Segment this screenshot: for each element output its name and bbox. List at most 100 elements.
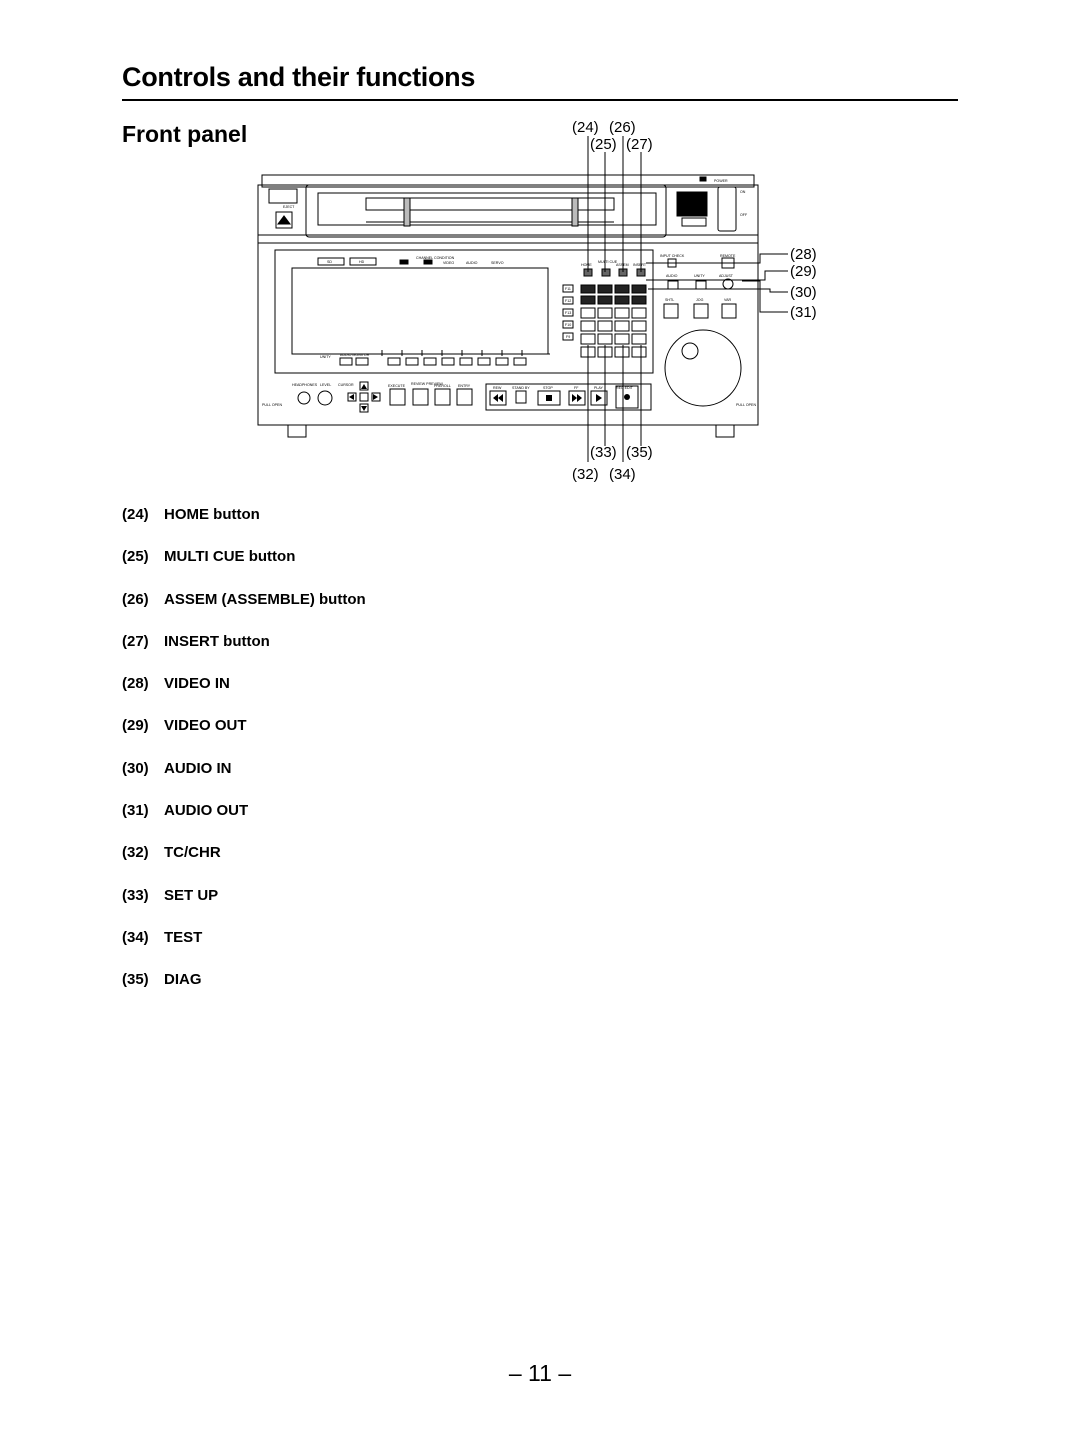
audio-cc-label: AUDIO	[466, 261, 478, 265]
callout-26: (26)	[609, 119, 636, 136]
item-number: (33)	[122, 886, 149, 904]
rec-icon	[624, 394, 630, 400]
item-number: (28)	[122, 675, 149, 693]
numeric-keypad	[580, 307, 647, 358]
callout-24: (24)	[572, 119, 599, 136]
execute-button	[389, 388, 406, 406]
off-label: OFF	[740, 213, 748, 217]
remote-label: REMOTE	[720, 254, 736, 258]
item-number: (29)	[122, 717, 149, 735]
foot-right	[715, 424, 735, 438]
standby-button	[515, 390, 527, 404]
display-surround	[274, 249, 654, 374]
f11-label: F11	[565, 287, 571, 291]
hd-indicator	[349, 257, 377, 266]
callout-35: (35)	[626, 444, 653, 461]
item-label: ASSEM (ASSEMBLE) button	[164, 590, 366, 608]
hd-label: HD	[359, 260, 365, 264]
unity-button	[695, 280, 707, 290]
unity-meter-label: UNITY	[320, 355, 331, 359]
adjust-label: ADJUST	[719, 274, 734, 278]
lcd-display	[291, 267, 549, 355]
chassis-top-lip	[261, 174, 755, 188]
front-panel-diagram: EJECT POWER ON OFF SD HD CHANNEL CONDITI…	[257, 119, 817, 483]
mode-buttons-row	[583, 268, 646, 277]
item-label: VIDEO OUT	[164, 717, 247, 735]
home-label: HOME	[581, 263, 592, 267]
rec-edit-label: REC EDIT	[616, 386, 634, 390]
jog-dial-grip	[681, 342, 699, 360]
callout-28: (28)	[790, 246, 817, 263]
list-item: (33)SET UP	[122, 887, 366, 929]
multi-cue-label: MULTI CUE	[598, 260, 618, 264]
page-title: Controls and their functions	[122, 62, 476, 92]
callout-leaders	[587, 136, 788, 462]
hd-logo	[676, 191, 708, 217]
audio-label: AUDIO	[666, 274, 678, 278]
rew-button	[489, 390, 507, 406]
power-switch	[717, 186, 737, 232]
list-item: (35) DIAG	[122, 971, 366, 1013]
callout-32: (32)	[572, 466, 599, 483]
item-label: AUDIO IN	[164, 759, 232, 777]
item-label: DIAG	[164, 971, 202, 989]
list-item: (25)MULTI CUE button	[122, 548, 366, 590]
sd-label: SD	[327, 260, 332, 264]
assem-label: ASSEM	[616, 263, 629, 267]
list-item: (28) VIDEO IN	[122, 675, 366, 717]
pull-open-right-label: PULL OPEN	[736, 403, 756, 407]
ff-icon	[572, 394, 582, 402]
preroll-label: PREROLL	[434, 384, 451, 388]
callout-31: (31)	[790, 304, 817, 321]
sd-indicator	[317, 257, 345, 266]
chassis-main	[257, 234, 759, 426]
callout-34: (34)	[609, 466, 636, 483]
preroll-button	[434, 388, 451, 406]
item-number: (35)	[122, 971, 149, 989]
list-item: (27) INSERT button	[122, 633, 366, 675]
f10-label: F10	[565, 323, 571, 327]
stop-label: STOP	[543, 386, 553, 390]
item-label: VIDEO IN	[164, 675, 230, 693]
var-button	[721, 303, 737, 319]
callout-25: (25)	[590, 136, 617, 153]
section-title: Front panel	[122, 121, 248, 147]
logo-badge	[681, 217, 707, 227]
level-label: LEVEL	[320, 383, 331, 387]
item-number: (27)	[122, 632, 149, 650]
pull-open-left-label: PULL OPEN	[262, 403, 282, 407]
tape-guide-left	[403, 197, 411, 227]
cassette-door	[317, 192, 657, 226]
headphones-label: HEADPHONES	[292, 383, 318, 387]
list-item: (26)ASSEM (ASSEMBLE) button	[122, 591, 366, 633]
eject-label: EJECT	[283, 205, 295, 209]
review-preview-label: REVIEW PREVIEW	[411, 382, 443, 386]
headphones-jack	[297, 391, 311, 405]
meter-ticks	[381, 350, 523, 356]
entry-button	[456, 388, 473, 406]
level-knob	[317, 390, 333, 406]
audio-monitor-label: AUDIO MONITOR	[340, 353, 370, 357]
cursor-label: CURSOR	[338, 383, 354, 387]
channel-condition-label: CHANNEL CONDITION	[416, 256, 455, 260]
foot-left	[287, 424, 307, 438]
item-label: INSERT button	[164, 632, 270, 650]
jog-dial	[664, 329, 742, 407]
stand-by-label: STAND BY	[512, 386, 530, 390]
audio-button	[667, 280, 679, 290]
audio-monitor-buttons	[339, 357, 527, 366]
callout-labels: (24) (26) (25) (27) (28) (29) (30) (31) …	[572, 119, 817, 483]
ff-button	[568, 390, 586, 406]
cassette-window	[365, 197, 615, 211]
cursor-right-icon	[373, 394, 378, 400]
item-number: (32)	[122, 844, 149, 862]
list-item: (29) VIDEO OUT	[122, 717, 366, 759]
cursor-left-icon	[349, 394, 354, 400]
list-item: (30)AUDIO IN	[122, 760, 366, 802]
title-divider	[122, 99, 958, 101]
rec-button	[615, 385, 639, 409]
video-label: VIDEO	[443, 261, 454, 265]
f13-label: F13	[565, 311, 571, 315]
rew-label: REW	[493, 386, 502, 390]
f-key-column	[562, 284, 574, 341]
